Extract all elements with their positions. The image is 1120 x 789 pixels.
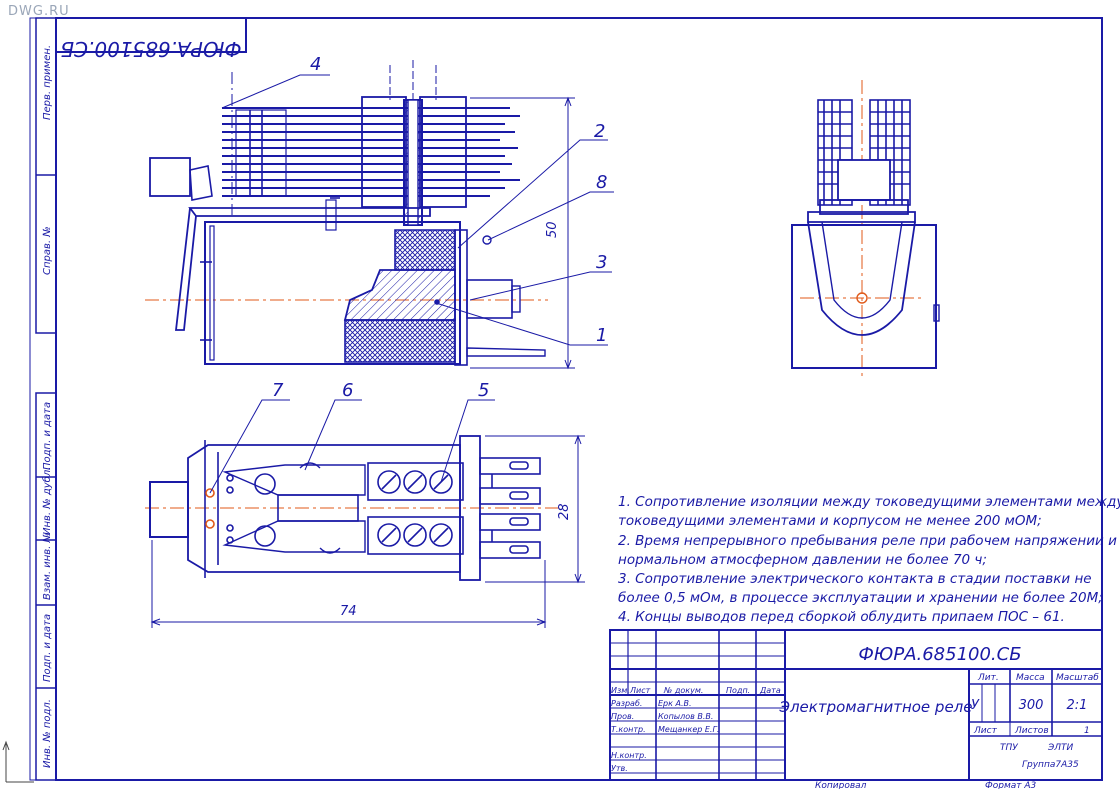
role-name: Мещанкер Е.Г.	[658, 725, 719, 734]
mass-value: 300	[1019, 698, 1044, 713]
dim-length-label: 74	[340, 604, 357, 619]
side-label-1: Перв. примен.	[42, 45, 53, 120]
hdr-sign: Подп.	[726, 686, 750, 695]
callout-leaders-top	[209, 399, 495, 494]
dim-height	[470, 96, 575, 370]
top-view	[145, 435, 560, 581]
callout-8: 8	[596, 172, 607, 193]
callout-leaders-front	[221, 74, 614, 346]
sheet-frame	[29, 17, 1103, 781]
front-view	[145, 60, 548, 366]
hdr-izm: Изм.	[611, 686, 630, 695]
title-block	[609, 629, 1103, 781]
org2: ЭЛТИ	[1047, 743, 1074, 753]
scale-label: Масштаб	[1056, 673, 1099, 683]
lit-label: Лит.	[977, 673, 999, 683]
callout-6: 6	[342, 380, 353, 401]
role-name: Копылов В.В.	[658, 712, 713, 721]
title-block-text: ФЮРА.685100.СБ Электромагнитное реле Изм…	[611, 644, 1099, 789]
role-label: Утв.	[611, 764, 628, 773]
dim-length	[150, 540, 547, 628]
lit-value: У	[971, 698, 980, 713]
hdr-list: Лист	[629, 686, 651, 695]
note-line: нормальном атмосферном давлении не более…	[618, 552, 987, 568]
note-line: более 0,5 мОм, в процессе эксплуатации и…	[618, 590, 1103, 606]
drawing-title: Электромагнитное реле	[778, 698, 972, 716]
role-name: Ерк А.В.	[658, 699, 692, 708]
hdr-date: Дата	[759, 686, 781, 695]
sheet-label: Лист	[973, 726, 998, 736]
dim-width-label: 28	[557, 503, 572, 520]
callout-5: 5	[478, 380, 489, 401]
ucs-icon	[2, 740, 34, 783]
role-label: Т.контр.	[611, 725, 646, 734]
sheets-value: 1	[1084, 726, 1090, 736]
note-line: 4. Концы выводов перед сборкой облудить …	[618, 609, 1065, 625]
dim-height-label: 50	[545, 221, 560, 238]
rotated-code: ФЮРА.685100.СБ	[60, 37, 241, 61]
doc-code: ФЮРА.685100.СБ	[858, 644, 1021, 665]
format-label: Формат А3	[985, 781, 1037, 789]
callout-1: 1	[596, 325, 607, 346]
note-line: 3. Сопротивление электрического контакта…	[618, 571, 1092, 587]
copied-label: Копировал	[815, 781, 867, 789]
side-label-2: Справ. №	[42, 226, 53, 275]
side-label-5: Взам. инв. №	[42, 532, 53, 600]
side-view	[791, 80, 940, 380]
scale-value: 2:1	[1067, 698, 1088, 713]
side-label-3: Подп. и дата	[42, 402, 53, 470]
org1: ТПУ	[1000, 743, 1018, 753]
note-line: 2. Время непрерывного пребывания реле пр…	[618, 533, 1117, 549]
role-label: Разраб.	[611, 699, 642, 708]
note-line: токоведущими элементами и корпусом не ме…	[618, 513, 1042, 529]
callout-3: 3	[596, 252, 607, 273]
hdr-docnum: № докум.	[663, 686, 703, 695]
technical-notes: 1. Сопротивление изоляции между токоведу…	[618, 494, 1120, 625]
dim-width	[485, 434, 585, 584]
side-label-4: Инв. № дубл.	[41, 467, 53, 535]
sheets-label: Листов	[1014, 726, 1049, 736]
side-label-6: Подп. и дата	[42, 614, 53, 682]
watermark: DWG.RU	[8, 4, 70, 19]
role-label: Н.контр.	[611, 751, 647, 760]
side-label-7: Инв. № подл.	[42, 699, 53, 768]
callout-7: 7	[272, 380, 284, 401]
callout-4: 4	[310, 54, 321, 75]
role-label: Пров.	[611, 712, 634, 721]
side-labels: Перв. примен. Справ. № Подп. и дата Инв.…	[41, 45, 53, 768]
callout-2: 2	[594, 121, 605, 142]
note-line: 1. Сопротивление изоляции между токоведу…	[618, 494, 1120, 510]
group: Группа7А35	[1022, 760, 1079, 770]
mass-label: Масса	[1016, 673, 1045, 683]
